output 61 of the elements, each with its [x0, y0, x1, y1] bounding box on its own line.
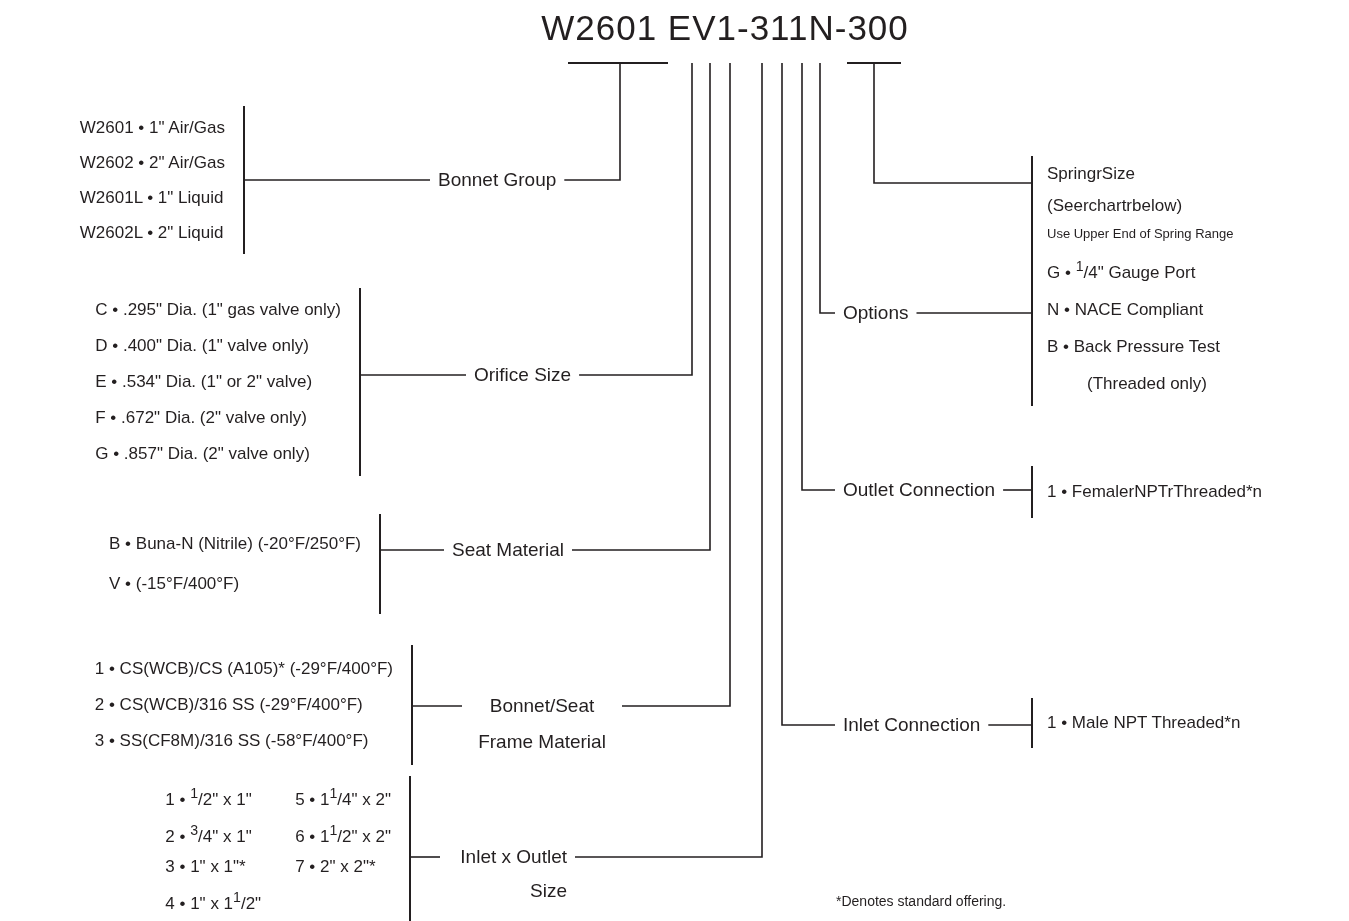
connector-line	[621, 62, 731, 707]
connector-line	[411, 705, 463, 707]
option-text: 3 • 1" x 1"*	[165, 856, 247, 879]
option-text: 5 • 1$^{1}$/4" x 2"	[295, 784, 391, 811]
option-text: B • Back Pressure Test (Threaded only)	[1047, 335, 1221, 395]
category-text: Orifice Size	[474, 363, 572, 387]
category-text: Outlet Connection	[843, 478, 996, 502]
option-text: E • .534" Dia. (1" or 2" valve)	[95, 371, 314, 393]
option-list	[79, 106, 245, 254]
connector-line	[574, 62, 763, 858]
option-text: 1 • FemalerNPTrThreaded*n	[1047, 481, 1263, 503]
connector-line	[243, 179, 431, 181]
option-text: V • (-15°F/400°F)	[109, 573, 241, 595]
option-text: D • .400" Dia. (1" valve only)	[95, 335, 310, 357]
option-text: B • Buna-N (Nitrile) (-20°F/250°F)	[109, 533, 361, 555]
part-number: W2601 EV1-311N-300	[540, 6, 910, 64]
category-text: Inlet x Outlet Size	[459, 845, 567, 903]
option-text: 2 • $^{3}$/4" x 1"	[165, 820, 253, 848]
connector-line	[571, 62, 711, 551]
option-text: 7 • 2" x 2"*	[295, 856, 377, 879]
option-text: F • .672" Dia. (2" valve only)	[95, 407, 308, 429]
option-text: Use Upper End of Spring Range	[1047, 225, 1234, 243]
option-list	[94, 645, 413, 765]
option-text: W2602L • 2" Liquid	[79, 222, 225, 244]
option-text: 1 • Male NPT Threaded*n	[1047, 712, 1241, 734]
option-text: G • $^{1}$/4" Gauge Port	[1047, 257, 1197, 284]
option-text: (Seerchartrbelow)	[1047, 195, 1184, 217]
option-text: W2602 • 2" Air/Gas	[79, 152, 225, 174]
category-text: Options	[843, 301, 909, 325]
option-text: 6 • 1$^{1}$/2" x 2"	[295, 820, 391, 848]
option-text: 4 • 1" x 1$^{1}$/2"	[165, 888, 262, 915]
footnote: *Denotes standard offering.	[836, 893, 1007, 909]
option-text: SpringrSize	[1047, 163, 1136, 185]
option-list	[95, 288, 361, 476]
option-text: 1 • $^{1}$/2" x 1"	[165, 784, 253, 811]
option-text: G • .857" Dia. (2" valve only)	[95, 443, 311, 465]
connector-line	[987, 724, 1033, 726]
option-text: 1 • CS(WCB)/CS (A105)* (-29°F/400°F)	[94, 658, 393, 680]
option-text: 3 • SS(CF8M)/316 SS (-58°F/400°F)	[94, 730, 370, 752]
option-text: 2 • CS(WCB)/316 SS (-29°F/400°F)	[94, 694, 364, 716]
connector-line	[379, 549, 445, 551]
option-text: W2601 • 1" Air/Gas	[79, 117, 225, 139]
category-text: Inlet Connection	[843, 713, 981, 737]
connector-line	[409, 856, 441, 858]
connector-line	[359, 374, 467, 376]
connector-line	[915, 312, 1033, 314]
category-text: Bonnet/Seat Frame Material	[477, 694, 607, 754]
option-text: W2601L • 1" Liquid	[79, 187, 225, 209]
option-text: N • NACE Compliant	[1047, 298, 1205, 321]
connector-line	[781, 62, 836, 726]
connector-line	[801, 62, 836, 491]
connector-line	[563, 62, 621, 181]
connector-line	[1002, 489, 1033, 491]
connector-line	[873, 62, 1033, 184]
connector-line	[578, 62, 693, 376]
option-text: C • .295" Dia. (1" gas valve only)	[95, 299, 341, 321]
category-text: Bonnet Group	[438, 168, 557, 192]
option-list	[109, 514, 381, 614]
option-list	[165, 776, 411, 921]
category-text: Seat Material	[452, 538, 564, 562]
connector-line	[819, 62, 836, 314]
